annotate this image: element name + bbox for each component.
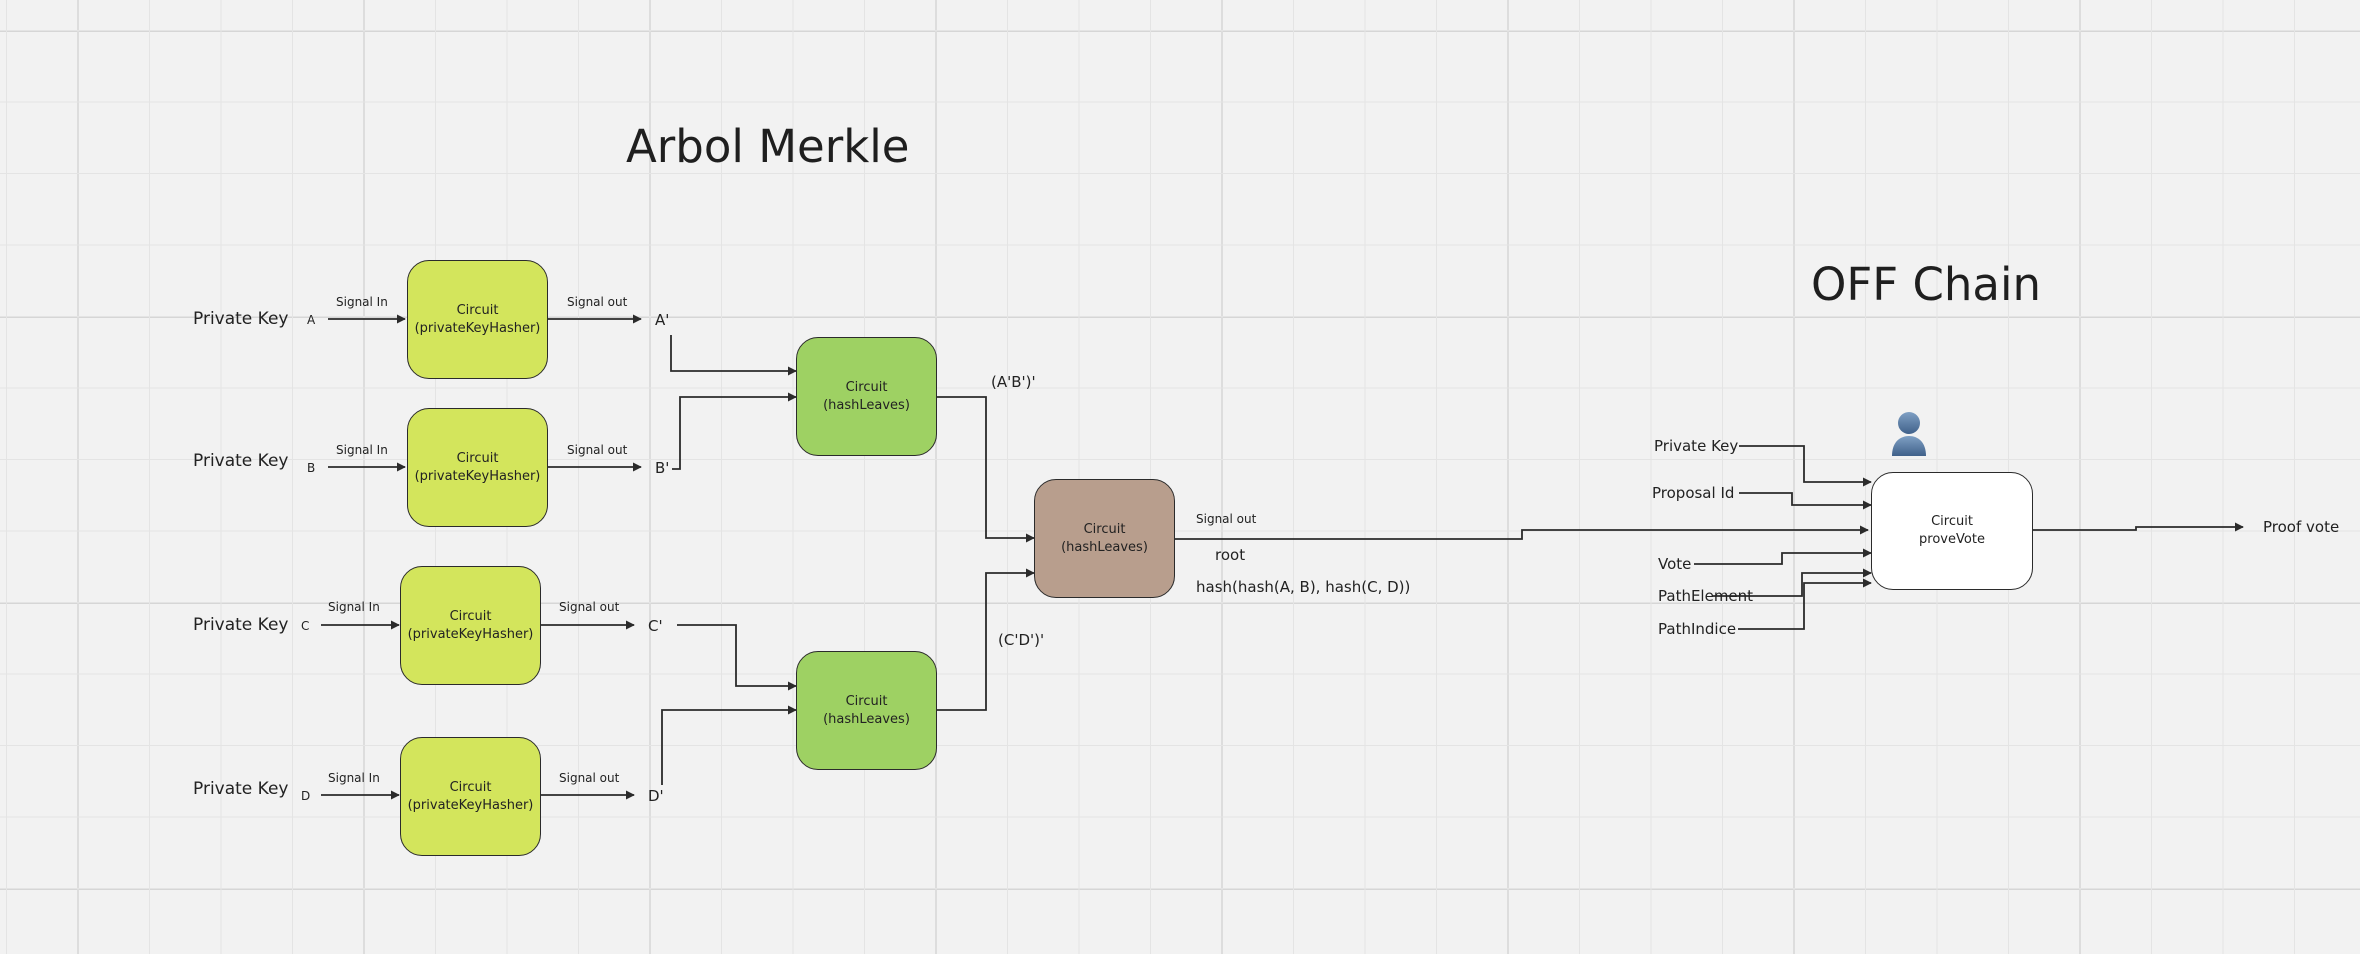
edge-proposal-vote [1739,492,1872,510]
edge-c-hash [677,624,797,691]
input-path-element: PathElement [1658,587,1754,605]
input-path-indice: PathIndice [1658,620,1737,638]
diagram-title-offchain: OFF Chain [1811,258,2042,311]
signal-in-label-d: Signal In [328,771,380,785]
private-key-label-b: Private Key [193,451,289,471]
user-icon [1890,410,1928,458]
circuit-title: Circuit [1931,514,1973,529]
private-key-label-c: Private Key [193,615,289,635]
circuit-subtitle: (privateKeyHasher) [407,797,534,813]
input-vote: Vote [1658,555,1692,573]
diagram-title-merkle: Arbol Merkle [626,120,910,173]
circuit-hash-leaves-root[interactable]: Circuit (hashLeaves) [1034,479,1175,598]
circuit-private-key-hasher-c[interactable]: Circuit (privateKeyHasher) [400,566,541,685]
leaf-output-a: A' [655,311,670,329]
edge-a-hash [670,335,797,376]
leaf-letter-a: A [307,313,316,327]
leaf-output-d: D' [648,787,664,805]
hash-output-cd: (C'D')' [998,631,1045,649]
root-signal-out-label: Signal out [1196,512,1257,526]
input-private-key: Private Key [1654,437,1739,455]
leaf-letter-c: C [301,619,310,633]
root-label: root [1215,546,1246,564]
circuit-private-key-hasher-d[interactable]: Circuit (privateKeyHasher) [400,737,541,856]
circuit-title: Circuit [449,608,492,624]
signal-out-label-d: Signal out [559,771,620,785]
circuit-subtitle: (hashLeaves) [1061,539,1148,555]
circuit-title: Circuit [449,779,492,795]
signal-in-label-b: Signal In [336,443,388,457]
circuit-title: Circuit [1083,521,1126,537]
signal-out-label-b: Signal out [567,443,628,457]
circuit-subtitle: (privateKeyHasher) [407,626,534,642]
circuit-prove-vote[interactable]: Circuit proveVote [1871,472,2033,590]
circuit-subtitle: (hashLeaves) [823,711,910,727]
input-proposal-id: Proposal Id [1652,484,1735,502]
circuit-subtitle: proveVote [1919,532,1985,547]
leaf-output-c: C' [648,617,663,635]
private-key-label-a: Private Key [193,309,289,329]
edge-vote-vote [1694,548,1872,565]
root-formula: hash(hash(A, B), hash(C, D)) [1196,578,1411,596]
edge-root-vote [1175,525,1869,540]
private-key-label-d: Private Key [193,779,289,799]
leaf-letter-b: B [307,461,316,475]
leaf-output-b: B' [655,459,670,477]
edge-b-hash [672,392,797,470]
edge-d-hash [661,705,797,785]
leaf-letter-d: D [301,789,311,803]
circuit-title: Circuit [845,379,888,395]
circuit-subtitle: (privateKeyHasher) [414,320,541,336]
edge-vote-out [2033,522,2244,532]
signal-out-label-c: Signal out [559,600,620,614]
signal-in-label-a: Signal In [336,295,388,309]
circuit-private-key-hasher-a[interactable]: Circuit (privateKeyHasher) [407,260,548,379]
circuit-subtitle: (privateKeyHasher) [414,468,541,484]
proof-vote-output: Proof vote [2263,518,2340,536]
circuit-title: Circuit [456,302,499,318]
edge-ab-root [936,396,1035,543]
circuit-hash-leaves-cd[interactable]: Circuit (hashLeaves) [796,651,937,770]
circuit-private-key-hasher-b[interactable]: Circuit (privateKeyHasher) [407,408,548,527]
edge-pathind-vote [1738,578,1872,630]
edge-pathel-vote [1712,568,1872,597]
hash-output-ab: (A'B')' [991,373,1036,391]
circuit-hash-leaves-ab[interactable]: Circuit (hashLeaves) [796,337,937,456]
circuit-subtitle: (hashLeaves) [823,397,910,413]
signal-out-label-a: Signal out [567,295,628,309]
signal-in-label-c: Signal In [328,600,380,614]
edge-privkey-vote [1739,445,1872,487]
circuit-title: Circuit [845,693,888,709]
circuit-title: Circuit [456,450,499,466]
edge-cd-root [936,568,1035,711]
